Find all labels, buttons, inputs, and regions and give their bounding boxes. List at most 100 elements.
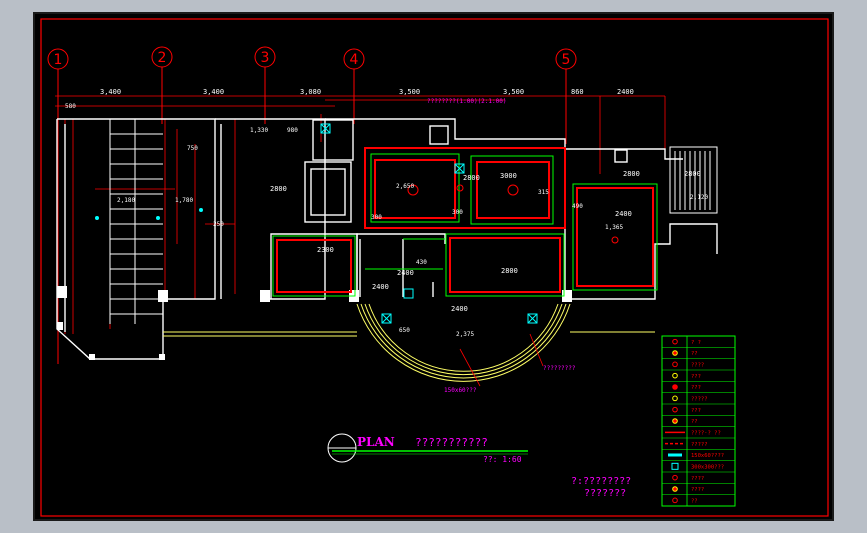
svg-text:1,330: 1,330 [250,127,268,134]
fan-icon [672,406,678,413]
axis-label-3: 3 [261,50,270,66]
ceiling-room-c [272,235,356,297]
spotlight-icon [672,361,678,368]
ceiling-lamp-icon [672,350,678,356]
misc-dimension-texts: 580 980 1,330 2,180 1,780 250 750 300 2,… [65,103,708,338]
exhaust-icon [672,418,678,424]
speaker-icon [672,474,678,481]
dim-top-1: 3,400 [100,88,121,96]
spotlight-icon [156,216,160,220]
wall-lamp-icon [672,372,678,379]
vent-box-icon [527,313,538,324]
height-label: 2800 [270,185,287,193]
height-label: 2300 [317,246,334,254]
svg-text:2,650: 2,650 [396,183,414,190]
chandelier-icon [672,395,678,402]
ceiling-room-b [445,233,565,297]
left-stair-treads [109,119,163,324]
svg-text:315: 315 [538,189,549,196]
legend-desc: ?? [691,499,698,505]
vent-box-icon [671,462,679,470]
annotation-arc: ????????? [543,365,576,372]
legend-desc: ???? [691,487,704,493]
height-label: 2400 [372,283,389,291]
drawing-viewport[interactable]: 1 2 3 4 5 3,400 3,400 3,080 [33,12,834,521]
legend-desc: ???? [691,363,704,369]
svg-text:2,120: 2,120 [690,194,708,201]
cyan-bar-icon [668,453,682,457]
height-label: 2800 [501,267,518,275]
height-label: 3000 [500,172,517,180]
downlight-icon [672,338,678,345]
svg-text:300: 300 [371,214,382,221]
walls [56,118,718,360]
svg-text:1,780: 1,780 [175,197,193,204]
axis-label-2: 2 [158,50,167,66]
legend-desc: 150x60???? [691,453,724,459]
floor-plan-canvas[interactable]: 1 2 3 4 5 3,400 3,400 3,080 [35,14,836,523]
svg-text:2,180: 2,180 [117,197,135,204]
dim-top-2: 3,400 [203,88,224,96]
dim-top-7: 2400 [617,88,634,96]
legend-desc: ????·? ?? [691,431,721,437]
ceiling-room-a [364,147,566,229]
legend-desc: ??? [691,408,701,414]
plan-label: PLAN [357,435,395,449]
svg-text:980: 980 [287,127,298,134]
height-label: 2400 [397,269,414,277]
legend-desc: ????? [691,442,708,448]
legend-desc: ? ? [691,340,701,346]
ceiling-lamp-icon [611,236,619,244]
header-note: ????????(1:00)(2:1:00) [427,98,506,105]
sensor-icon [672,486,678,492]
plan-name: ??????????? [415,436,488,449]
svg-text:430: 430 [416,259,427,266]
legend-desc: ?? [691,419,698,425]
cyan-fixtures [95,208,203,220]
axis-label-1: 1 [54,52,63,68]
height-label: 2800 [623,170,640,178]
svg-text:490: 490 [572,203,583,210]
ceiling-height-labels: 2800 2800 3000 2800 2300 2400 2800 2400 … [270,170,701,313]
sheet-border [40,18,829,517]
legend-desc: ??? [691,385,701,391]
svg-text:250: 250 [213,221,224,228]
entrance-arc [163,303,655,382]
top-dimension-texts: 3,400 3,400 3,080 3,500 3,500 860 2400 [100,88,634,96]
note-line-2: ??????? [584,488,626,499]
height-label: 2800 [463,174,480,182]
dim-top-6: 860 [571,88,584,96]
dim-top-3: 3,080 [300,88,321,96]
axis-label-4: 4 [350,52,359,68]
ceiling-panels [272,147,658,297]
axis-labels: 1 2 3 4 5 [54,50,571,68]
vent-box-icon [454,163,465,174]
legend-desc: ?? [691,351,698,357]
legend-desc: ????? [691,397,708,403]
vent-box-icon [320,123,331,134]
dim-top-5: 3,500 [503,88,524,96]
legend-desc: ???? [691,476,704,482]
height-label: 2400 [451,305,468,313]
axis-label-5: 5 [562,52,571,68]
legend-desc: 300x300??? [691,465,724,471]
right-stair-treads [669,146,718,214]
svg-text:2,375: 2,375 [456,331,474,338]
svg-text:580: 580 [65,103,76,110]
height-label: 2400 [615,210,632,218]
ceiling-room-d [572,183,658,291]
chandelier-icon [507,184,519,196]
vent-box-icon [381,313,392,324]
drawing-notes: ?:???????? ??????? [571,476,631,499]
structural-columns [57,286,572,360]
ceiling-lamp-icon [456,184,464,192]
smoke-icon [672,497,678,504]
svg-text:750: 750 [187,145,198,152]
legend-table: ? ???????????????????????????·? ???????1… [661,335,736,507]
svg-text:1,365: 1,365 [605,224,623,231]
grid-axes [47,46,577,364]
height-label: 2800 [684,170,701,178]
pendant-icon [672,384,678,390]
light-fixtures [407,184,619,244]
plan-scale: ??: 1:60 [483,455,522,464]
